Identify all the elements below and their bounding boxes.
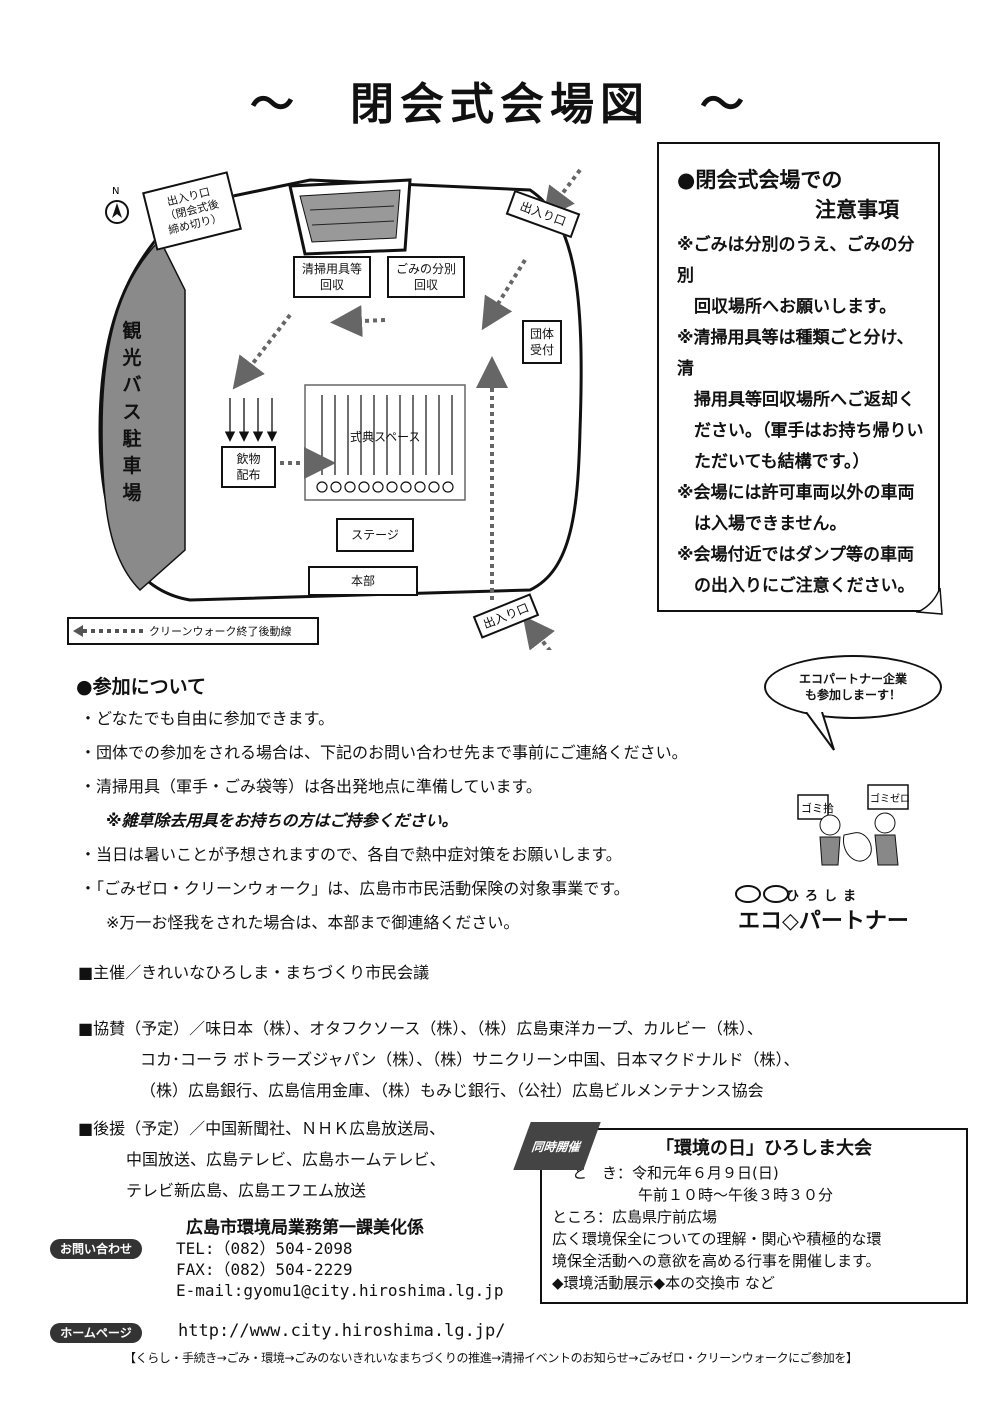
event-desc: 境保全活動への意欲を高める行事を開催します。 — [552, 1252, 881, 1270]
support-line: テレビ新広島、広島エフエム放送 — [126, 1181, 367, 1200]
participation-list: ・どなたでも自由に参加できます。 ・団体での参加をされる場合は、下記のお問い合わ… — [80, 702, 688, 940]
bubble-tail — [805, 712, 835, 751]
participation-heading: ●参加について — [76, 676, 207, 698]
hq-box: 本部 — [308, 566, 418, 596]
bus-parking-label: 観光バス駐車場 — [122, 320, 142, 504]
grandstand — [288, 178, 412, 256]
list-item-note: ※雑草除去用具をお持ちの方はご持参ください。 — [106, 811, 458, 830]
support-block: ■後援（予定）／中国新聞社、ＮＨＫ広島放送局、 中国放送、広島テレビ、広島ホーム… — [78, 1113, 446, 1206]
notice-box: ●閉会式会場での 注意事項 ※ごみは分別のうえ、ごみの分別 回収場所へお願いしま… — [657, 142, 940, 612]
list-item: ・団体での参加をされる場合は、下記のお問い合わせ先まで事前にご連絡ください。 — [80, 743, 688, 762]
ceremony-space-box — [304, 384, 466, 501]
homepage-label-badge: ホームページ — [50, 1323, 142, 1343]
contact-tel: TEL:（082）504-2098 — [176, 1239, 353, 1258]
contact-dept: 広島市環境局業務第一課美化係 — [186, 1218, 424, 1238]
legend-label: クリーンウォーク終了後動線 — [149, 625, 292, 638]
homepage-url[interactable]: http://www.city.hiroshima.lg.jp/ — [178, 1321, 506, 1341]
drinks-box: 飲物 配布 — [221, 446, 276, 488]
list-item: ・清掃用具（軍手・ごみ袋等）は各出発地点に準備しています。 — [80, 777, 542, 796]
cleaning-return-box: 清掃用具等 回収 — [293, 256, 371, 298]
event-time: 午前１０時～午後３時３０分 — [638, 1186, 834, 1204]
compass-icon — [105, 200, 129, 224]
notice-line: ださい。（軍手はお持ち帰りい — [677, 421, 924, 441]
list-item: ・「ごみゼロ・クリーンウォーク」は、広島市市民活動保険の対象事業です。 — [80, 879, 630, 898]
eco-partner-illustration: ゴミ拾 ゴミゼロ — [797, 784, 910, 866]
event-title: 「環境の日」ひろしま大会 — [656, 1138, 872, 1159]
support-line: ■後援（予定）／中国新聞社、ＮＨＫ広島放送局、 — [78, 1119, 446, 1138]
contact-fax: FAX:（082）504-2229 — [176, 1260, 353, 1279]
notice-line: の出入りにご注意ください。 — [677, 576, 915, 596]
ceremony-space-label: 式典スペース — [350, 430, 421, 444]
notice-heading-2: 注意事項 — [815, 198, 899, 222]
map-legend: クリーンウォーク終了後動線 — [67, 617, 319, 645]
cosponsor-line: コカ･コーラ ボトラーズジャパン（株）、（株）サニクリーン中国、日本マクドナルド… — [140, 1050, 800, 1069]
event-desc: 広く環境保全についての理解・関心や積極的な環 — [552, 1230, 882, 1248]
bus-parking-area — [101, 238, 186, 592]
notice-line: ただいても結構です。） — [677, 452, 870, 472]
notice-line: 回収場所へお願いします。 — [677, 297, 897, 317]
contact-label-badge: お問い合わせ — [50, 1239, 142, 1259]
notice-heading: ●閉会式会場での — [677, 168, 843, 192]
contact-block: TEL:（082）504-2098 FAX:（082）504-2229 E-ma… — [176, 1238, 504, 1301]
list-item-note: ※万一お怪我をされた場合は、本部まで御連絡ください。 — [106, 913, 520, 932]
legend-arrow-icon — [73, 625, 145, 637]
page-title: ～ 閉会式会場図 ～ — [250, 79, 750, 130]
svg-text:ゴミ拾: ゴミ拾 — [801, 801, 834, 815]
event-items: ◆環境活動展示◆本の交換市 など — [552, 1274, 775, 1292]
notice-line: ※清掃用具等は種類ごと分け、清 — [677, 328, 914, 379]
list-item: ・どなたでも自由に参加できます。 — [80, 709, 335, 728]
eco-logo-big: エコ◇パートナー — [738, 909, 909, 934]
stage-box: ステージ — [336, 518, 414, 552]
homepage-path: 【くらし・手続き→ごみ・環境→ごみのないきれいなまちづくりの推進→清掃イベントの… — [124, 1351, 858, 1365]
page-curl-icon — [916, 587, 943, 615]
support-line: 中国放送、広島テレビ、広島ホームテレビ、 — [126, 1150, 446, 1169]
eco-logo-small: ひろしま — [786, 889, 863, 904]
notice-line: ※ごみは分別のうえ、ごみの分別 — [677, 235, 915, 286]
cosponsor-block: ■協賛（予定）／味日本（株）、オタフクソース（株）、（株）広島東洋カープ、カルビ… — [78, 1013, 800, 1106]
svg-text:ゴミゼロ: ゴミゼロ — [870, 792, 910, 805]
eco-logo-leaf-icon — [735, 885, 789, 903]
garbage-sort-box: ごみの分別 回収 — [387, 256, 465, 298]
cosponsor-line: ■協賛（予定）／味日本（株）、オタフクソース（株）、（株）広島東洋カープ、カルビ… — [78, 1019, 763, 1038]
contact-email[interactable]: E-mail:gyomu1@city.hiroshima.lg.jp — [176, 1281, 504, 1300]
host-line: ■主催／きれいなひろしま・まちづくり市民会議 — [78, 963, 430, 982]
north-label: N — [112, 186, 119, 197]
speech-bubble: エコパートナー企業 も参加しまーす！ — [764, 655, 942, 719]
event-box: 「環境の日」ひろしま大会 と き：令和元年６月９日(日) 午前１０時～午後３時３… — [540, 1128, 968, 1304]
event-place: ところ：広島県庁前広場 — [552, 1208, 718, 1226]
event-date-label: と き： — [572, 1164, 633, 1182]
group-reception-box: 団体 受付 — [522, 320, 562, 364]
notice-line: ※会場には許可車両以外の車両 — [677, 483, 915, 503]
event-date: 令和元年６月９日(日) — [632, 1164, 779, 1182]
notice-line: ※会場付近ではダンプ等の車両 — [677, 545, 915, 565]
notice-line: 掃用具等回収場所へご返却く — [677, 390, 915, 410]
cosponsor-line: （株）広島銀行、広島信用金庫、（株）もみじ銀行、（公社）広島ビルメンテナンス協会 — [140, 1081, 764, 1100]
list-item: ・当日は暑いことが予想されますので、各自で熱中症対策をお願いします。 — [80, 845, 622, 864]
notice-line: は入場できません。 — [677, 514, 847, 534]
